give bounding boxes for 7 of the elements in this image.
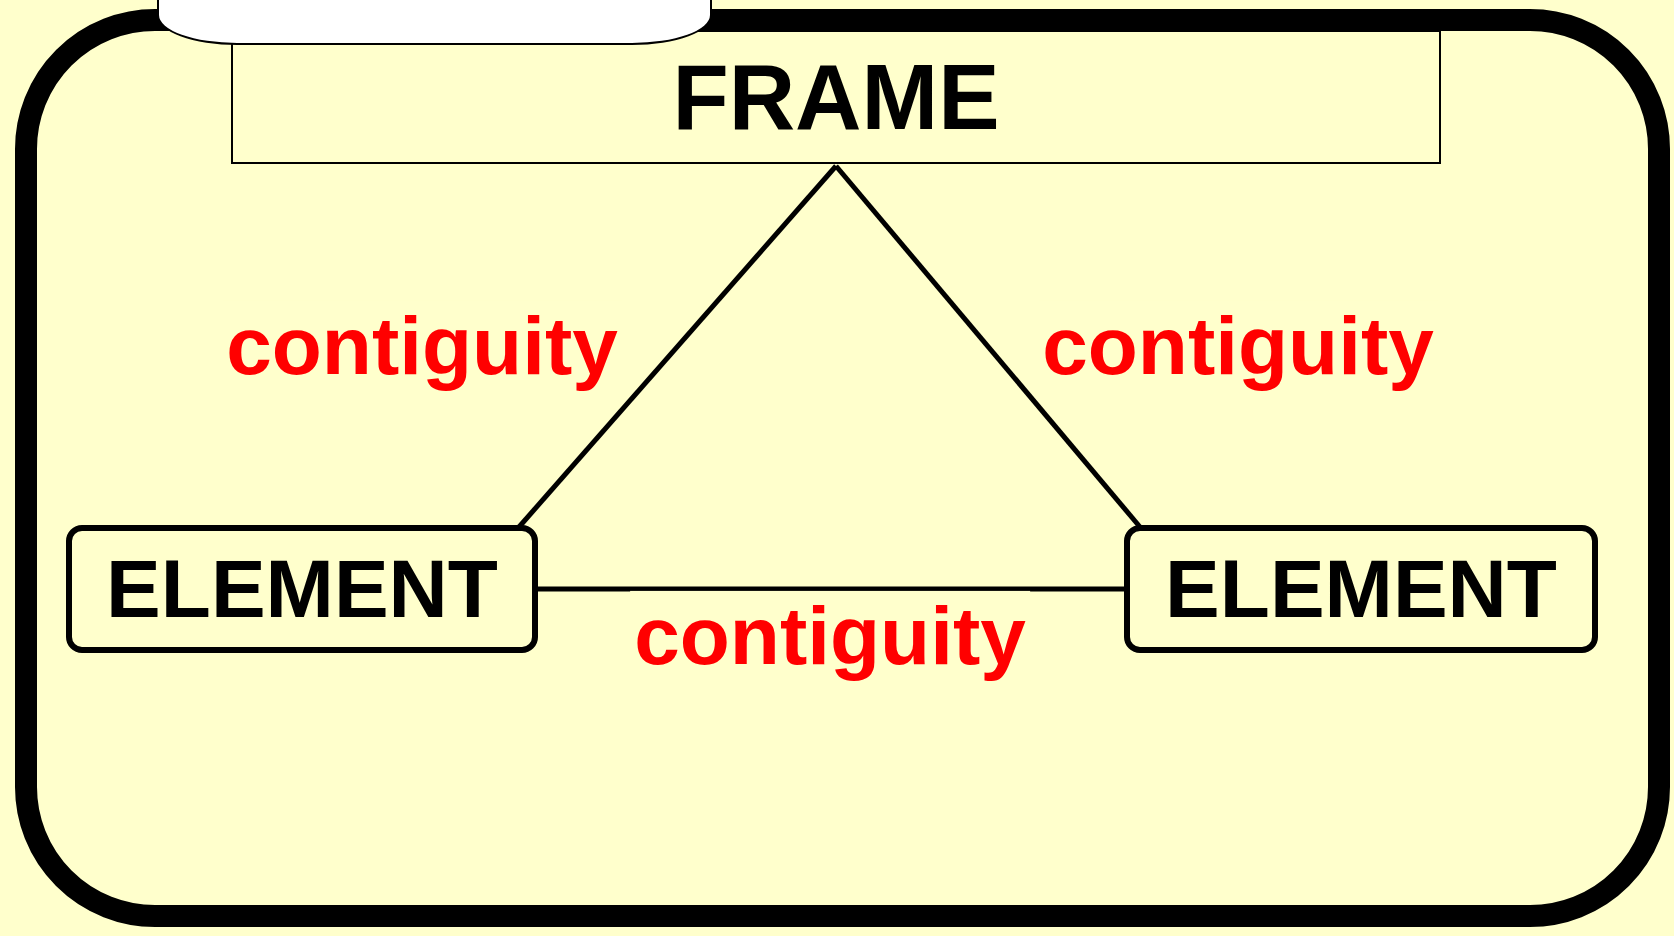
node-label: FRAME <box>672 51 1000 143</box>
node-label: ELEMENT <box>1165 548 1557 630</box>
connector-line <box>538 586 1124 592</box>
edge-label: contiguity <box>630 590 1030 682</box>
element-box <box>1124 525 1598 653</box>
node-label: ELEMENT <box>106 548 498 630</box>
element-box <box>66 525 538 653</box>
